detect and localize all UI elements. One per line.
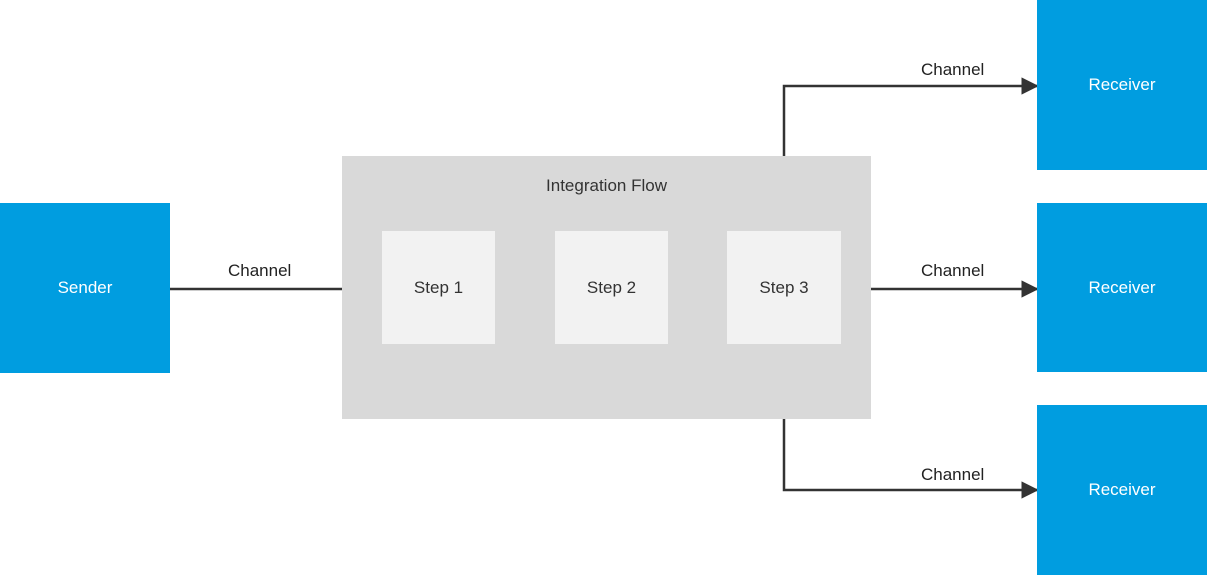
step-2-label: Step 2 bbox=[586, 277, 637, 297]
channel-label-receiver-top: Channel bbox=[921, 60, 985, 79]
channel-label-receiver-middle: Channel bbox=[921, 261, 985, 280]
receiver-middle-node: Receiver bbox=[1037, 203, 1207, 372]
step-3-label: Step 3 bbox=[759, 277, 809, 297]
integration-flow-title: Integration Flow bbox=[546, 176, 667, 195]
sender-node: Sender bbox=[0, 203, 170, 373]
receiver-top-label: Receiver bbox=[1088, 75, 1156, 94]
receiver-top-node: Receiver bbox=[1037, 0, 1207, 170]
step-1-label: Step 1 bbox=[413, 277, 464, 297]
receiver-bottom-node: Receiver bbox=[1037, 405, 1207, 575]
step-3-node: Step 3 bbox=[727, 231, 841, 344]
step-2-node: Step 2 bbox=[555, 231, 668, 344]
receiver-middle-label: Receiver bbox=[1088, 277, 1156, 297]
channel-label-sender: Channel bbox=[228, 261, 292, 280]
sender-label: Sender bbox=[57, 278, 113, 297]
channel-label-receiver-bottom: Channel bbox=[921, 465, 985, 484]
step-1-node: Step 1 bbox=[382, 231, 495, 344]
receiver-bottom-label: Receiver bbox=[1088, 480, 1156, 499]
